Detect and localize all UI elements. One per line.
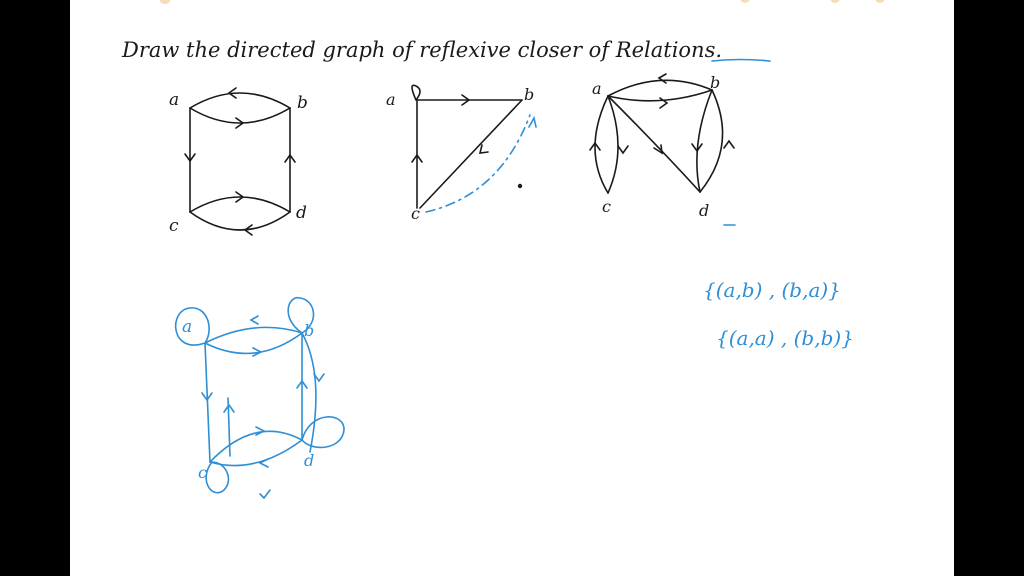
self-loop-a	[411, 84, 421, 101]
arrowhead	[296, 379, 308, 389]
edge-b-to-a	[204, 326, 303, 344]
edge-a-to-b	[189, 107, 291, 124]
arrowhead	[258, 458, 269, 468]
arrowhead	[411, 153, 423, 163]
node-label: d	[304, 451, 314, 470]
node-label: d	[699, 201, 709, 220]
dashed-guide	[425, 114, 531, 213]
arrowhead	[284, 153, 296, 163]
edge-a-to-d	[607, 95, 701, 193]
edge-b-to-a-top	[607, 79, 713, 97]
arrowhead	[528, 115, 537, 128]
node-label: a	[182, 317, 192, 337]
arrowhead	[478, 144, 489, 154]
arrowhead	[659, 97, 669, 109]
graph-1: a b c d	[169, 87, 308, 236]
node-label: a	[386, 90, 396, 109]
edge-b-to-c	[419, 99, 523, 209]
edge-b-to-d-outer	[301, 332, 317, 453]
arrowhead	[589, 141, 601, 151]
relations-underline	[711, 58, 771, 62]
node-label: b	[297, 93, 308, 113]
edge-b-to-a	[189, 92, 291, 109]
edge-c-to-d	[189, 196, 291, 213]
self-loop-d	[301, 416, 345, 449]
node-label: c	[602, 197, 611, 216]
node-label: c	[411, 204, 420, 223]
top-edge-marks	[159, 0, 885, 4]
node-label: c	[198, 463, 207, 482]
edge-a-to-b	[204, 332, 303, 355]
graph-2: a b c	[386, 84, 537, 223]
arrowhead	[691, 143, 703, 153]
edge-a-to-c	[204, 342, 211, 463]
arrowhead	[657, 73, 667, 84]
arrowhead	[617, 145, 629, 155]
note-reflexive-pairs: {(a,a) , (b,b)}	[716, 326, 854, 350]
node-label: a	[169, 90, 179, 110]
node-label: c	[169, 216, 179, 236]
edge-a-to-c	[607, 95, 619, 194]
edge-b-to-d	[696, 89, 713, 193]
arrowhead	[235, 117, 245, 129]
node-label: b	[304, 321, 314, 340]
graph-3: a b c d	[589, 73, 736, 226]
edge-c-to-a	[594, 95, 609, 194]
self-loop-b	[287, 297, 315, 334]
notes: {(a,b) , (b,a)} {(a,a) , (b,b)}	[703, 278, 854, 350]
edge-d-to-c	[209, 439, 303, 467]
note-symmetric-pairs: {(a,b) , (b,a)}	[703, 278, 841, 302]
node-label: b	[524, 85, 534, 104]
arrowhead	[243, 224, 253, 236]
node-label: a	[592, 79, 602, 98]
page-title: Draw the directed graph of reflexive clo…	[121, 38, 722, 62]
check-mark	[259, 489, 271, 499]
dot	[517, 183, 523, 189]
arrowhead	[653, 144, 664, 155]
edge-c-to-d	[209, 430, 303, 463]
arrowhead	[223, 403, 235, 413]
edge-c-to-a-inner	[227, 397, 231, 457]
arrowhead	[255, 426, 266, 436]
arrowhead	[313, 373, 325, 383]
edge-d-to-b	[699, 89, 724, 193]
edge-d-to-c	[189, 211, 291, 231]
arrowhead	[252, 347, 263, 357]
self-loop-c	[205, 461, 230, 494]
node-label: b	[710, 73, 720, 92]
arrowhead	[184, 153, 196, 163]
arrowhead	[723, 139, 735, 149]
arrowhead	[227, 87, 237, 99]
arrowhead	[235, 191, 245, 203]
arrowhead	[461, 94, 471, 106]
graph-4: a b c d	[174, 297, 345, 499]
arrowhead	[249, 315, 259, 325]
arrowhead	[201, 392, 213, 402]
edge-a-to-b	[607, 89, 713, 102]
self-loop-a	[174, 307, 210, 346]
node-label: d	[296, 203, 307, 223]
